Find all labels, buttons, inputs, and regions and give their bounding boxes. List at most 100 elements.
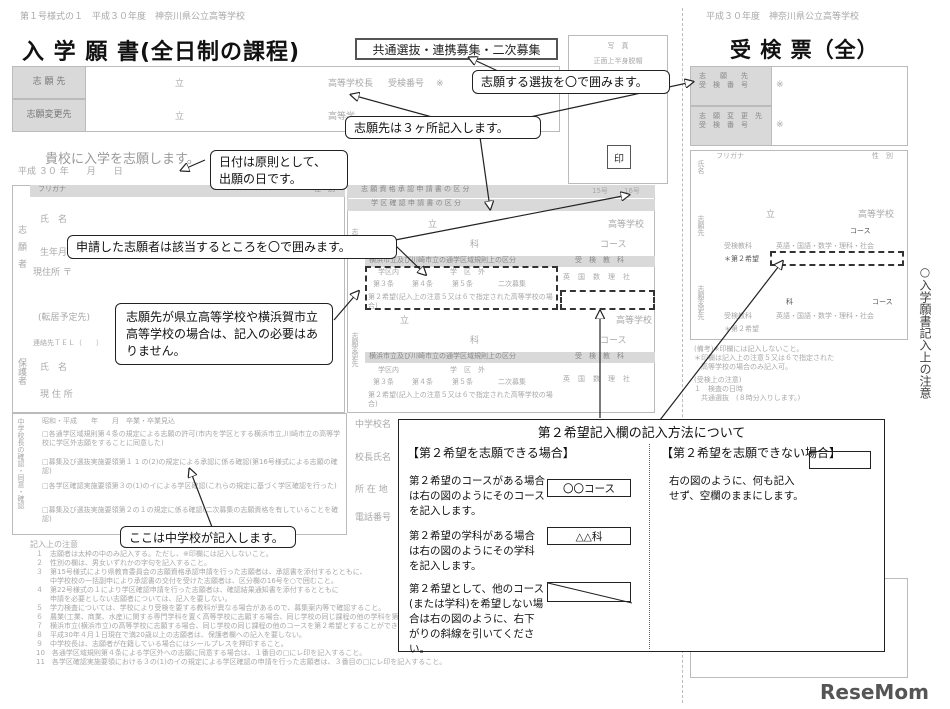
- slash-line: [547, 582, 633, 604]
- note-5: ４ 第22号様式の１により学区確認申請を行った志願者は、確認結果通知書を添付する…: [36, 586, 339, 594]
- subj2-en: 英: [563, 375, 578, 383]
- form-title: 入 学 願 書(全日制の課程): [22, 40, 301, 65]
- check-4: □募集及び選抜実施要領第２の１の規定に係る確認(二次募集の志願資格を有しているこ…: [42, 506, 339, 523]
- arrow-apply-2: [394, 244, 425, 274]
- check-1: □各通学区域規則第４条の規定による志願の許可(市内を学区とする横浜市立,川崎市立…: [42, 430, 341, 447]
- ticket-w-subjects: 英語・国語・数学・理科・社会: [776, 242, 874, 250]
- wish-text: 貴校に入学を志願します。: [45, 152, 200, 167]
- note-10: ８ 平成30年４月１日現在で満20歳以上の志願者は、保護者欄への記入を要しない。: [36, 631, 306, 639]
- side-applicant: 志願者: [16, 225, 26, 276]
- callout-jh: ここは中学校が記入します。: [120, 526, 296, 548]
- ticket-w-subject: 受検教科: [724, 242, 752, 250]
- cert-16: 16号: [624, 187, 640, 195]
- zone-in-2: 学区内: [378, 366, 399, 374]
- area-header-bar: 横浜市立及び川崎市立の通学区域規則上の区分 受 検 教 科: [365, 256, 655, 267]
- callout-prefectural: 志願先が県立高等学校や横浜賀市立高等学校の場合は、記入の必要はありません。: [115, 303, 333, 365]
- sg-mid: 立: [428, 220, 438, 230]
- ticket-note-2: ＊印欄は記入上の注意５又は６で指定された: [694, 354, 834, 362]
- note-6: 申請を必要としない志願者については、記入を要しない。: [36, 595, 232, 603]
- area-header-2: 横浜市立及び川崎市立の通学区域規則上の区分: [369, 352, 516, 360]
- art-4b: 第４条: [412, 378, 433, 386]
- instruction-panel: 第２希望記入欄の記入方法について 【第２希望を志願できる場合】 【第２希望を志願…: [398, 419, 885, 655]
- guardian-name: 氏 名: [40, 363, 68, 373]
- ticket-row1a: 志 願 先: [699, 72, 748, 80]
- ticket-name-side: 氏名: [697, 160, 705, 174]
- furigana-label: フリガナ: [38, 185, 66, 193]
- subj-so: 社: [623, 273, 638, 281]
- district-header: 学 区 確 認 申 請 書 の 区 分: [371, 199, 462, 207]
- jh-name: 中学校名: [355, 420, 392, 430]
- principal: 校長氏名: [355, 453, 392, 463]
- name-label: 氏 名: [40, 215, 68, 225]
- subject-header: 受 検 教 科: [575, 256, 624, 264]
- ticket-wish-side: 志願先: [697, 215, 705, 236]
- art-4: 第４条: [412, 280, 433, 288]
- second-wish-note-2: 第２希望(記入上の注意５又は６で指定された高等学校の場合): [368, 391, 553, 408]
- ticket-row2-label: 志 願 変 更 先 受 検 番 号: [690, 106, 772, 146]
- note-1: １ 志願者は太枠の中のみ記入する。ただし、※印欄には記入しないこと。: [36, 550, 273, 558]
- note-11: ９ 中学校長は、志願者が在籍している場合にはシールプレスを押印すること。: [36, 640, 288, 648]
- sg-dept: 科: [470, 240, 480, 250]
- row1-exam: 受検番号: [388, 79, 425, 89]
- ticket-note-6: 共通選抜 (８時分入りします。): [694, 394, 801, 402]
- subj-ja: 国: [578, 273, 593, 281]
- panel-can-header: 【第２希望を志願できる場合】: [407, 446, 575, 460]
- note-7: ５ 学力検査については、学校により受検を要する教科が異なる場合があるので、募集案…: [36, 604, 386, 612]
- cert-header: 志 願 資 格 承 認 申 請 書 の 区 分: [361, 185, 470, 193]
- row1-mark: ※: [436, 79, 444, 89]
- watermark: ReseMom: [820, 680, 929, 704]
- phone: 電話番号: [355, 513, 392, 523]
- panel-divider: [649, 444, 650, 649]
- panel-title: 第２希望記入欄の記入方法について: [537, 426, 746, 441]
- ticket-c-subjects: 英語・国語・数学・理科・社会: [776, 312, 874, 320]
- side-change: 志願変更先: [351, 332, 359, 367]
- ch-course: コース: [600, 336, 627, 346]
- check-3: □各学区確認実施要領第３の(1)のイによる学区確認(これらの規定に基づく学区確認…: [42, 482, 337, 490]
- row2-label: 志願変更先: [12, 99, 86, 132]
- case-none: 第２希望として、他のコース(または学科)を希望しない場合は右の図のように、右下が…: [409, 583, 545, 655]
- notes-title: 記入上の注意: [30, 540, 78, 549]
- ticket-title: 受 検 票（全）: [730, 38, 879, 62]
- ticket-furigana: フリガナ: [716, 152, 744, 160]
- ticket-notes: (備考)※印欄には記入しないこと。 ＊印欄は記入上の注意５又は６で指定された 高…: [694, 345, 914, 403]
- callout-three-places: 志願先は３ヶ所記入します。: [345, 116, 541, 139]
- subj-sc: 理: [608, 273, 623, 281]
- cert-15: 15号: [592, 187, 608, 195]
- arrow-dest-1: [352, 95, 433, 118]
- ticket-row2-mark: ※: [776, 120, 784, 130]
- callout-date: 日付は原則として、 出願の日です。: [210, 150, 348, 190]
- note-2: ２ 性別の欄は、男女いずれかの字句を記入すること。: [36, 559, 211, 567]
- photo-label: 写 真: [607, 42, 629, 50]
- row1-label: 志 願 先: [12, 66, 86, 99]
- arrow-selection: [470, 58, 501, 73]
- transfer-label: (転居予定先): [38, 313, 91, 323]
- ticket-w-second: ＊第２希望: [724, 255, 759, 263]
- panel-cannot-header: 【第２希望を志願できない場合】: [661, 446, 842, 460]
- location: 所 在 地: [355, 485, 388, 495]
- ticket-c-subject: 受検教科: [724, 312, 752, 320]
- zone-out: 学 区 外: [450, 268, 485, 276]
- ticket-row1-label: 志 願 先 受 検 番 号: [690, 66, 772, 106]
- side-guardian: 保護者: [16, 358, 26, 385]
- ticket-sex: 性 別: [872, 152, 893, 160]
- guardian-address: 現 住 所: [40, 390, 73, 400]
- ticket-c-dept: 科: [786, 298, 793, 306]
- sg-course: コース: [600, 240, 627, 250]
- row2-school: 高等学: [328, 112, 356, 122]
- subjects-2: 英国数理社: [563, 375, 638, 384]
- subjects-1: 英国数理社: [563, 273, 638, 282]
- art-5: 第５条: [452, 280, 473, 288]
- case-dept: 第２希望の学科がある場合は右の図のようにその学科を記入します。: [409, 530, 535, 572]
- ch-dept: 科: [470, 336, 480, 346]
- ticket-row2b: 受 検 番 号: [699, 121, 748, 129]
- row1-school: 高等学校長: [328, 79, 374, 89]
- ticket-c-course: コース: [872, 298, 893, 306]
- callout-applied: 申請した志願者は該当するところを〇で囲みます。: [67, 235, 397, 259]
- case-course: 第２希望のコースがある場合は右の図のようにそのコースを記入します。: [409, 475, 545, 517]
- note-9: ７ 横浜市立(横浜市立)の高等学校に志願する場合、同じ学校の同じ課程の他のコース…: [36, 622, 412, 630]
- course-example: 〇〇コース: [547, 479, 631, 497]
- arrow-date: [182, 159, 206, 170]
- dashed-box-1: [365, 266, 558, 310]
- ch-mid: 立: [400, 316, 410, 326]
- art-3: 第３条: [373, 280, 394, 288]
